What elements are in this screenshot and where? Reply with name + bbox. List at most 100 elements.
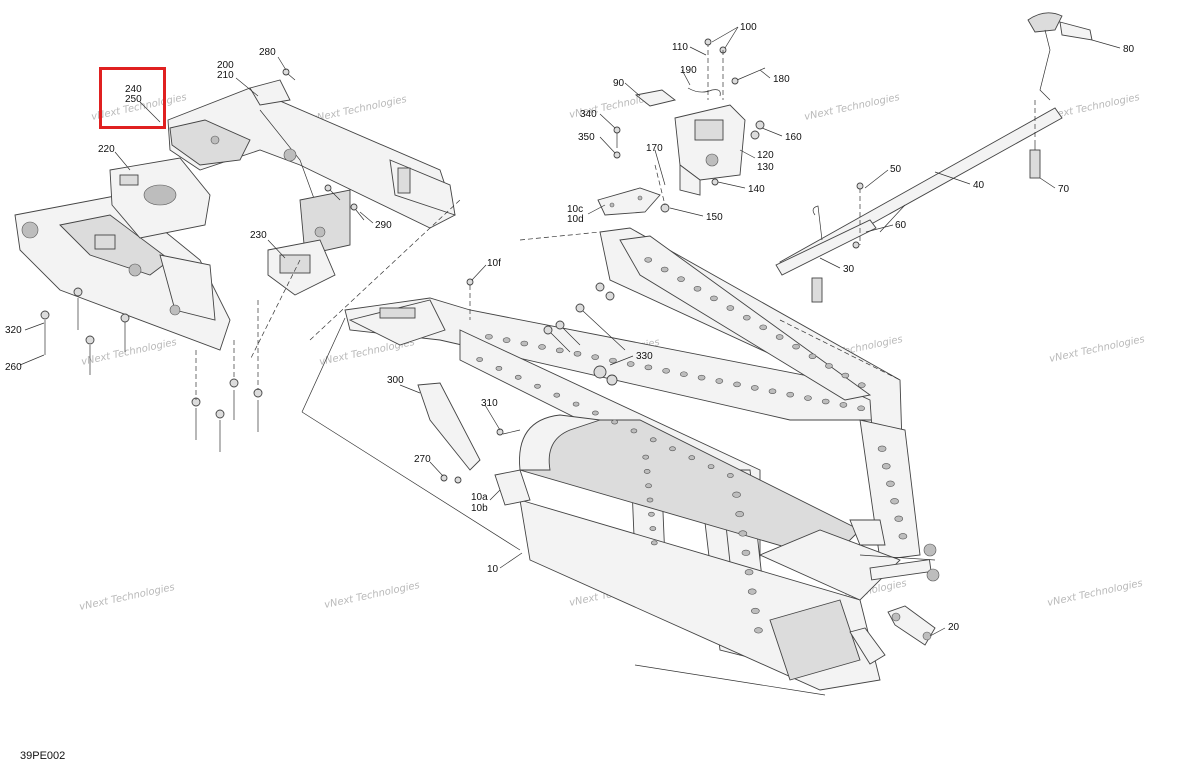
rod-30[interactable] bbox=[775, 205, 877, 276]
bolts-50-60 bbox=[852, 100, 1036, 249]
callout-230[interactable]: 230 bbox=[250, 230, 267, 241]
callout-190[interactable]: 190 bbox=[680, 65, 697, 76]
diagram-code: 39PE002 bbox=[20, 750, 66, 762]
callout-160[interactable]: 160 bbox=[785, 132, 802, 143]
frame-hole bbox=[775, 334, 784, 340]
callout-150[interactable]: 150 bbox=[706, 212, 723, 223]
frame-hole bbox=[609, 357, 617, 364]
left-frame-plate[interactable] bbox=[14, 194, 231, 351]
frame-hole bbox=[877, 445, 887, 452]
frame-hole bbox=[738, 530, 748, 537]
frame-hole bbox=[646, 497, 654, 503]
frame-hole bbox=[611, 419, 618, 425]
frame-hole bbox=[642, 454, 650, 460]
frame-hole bbox=[768, 388, 777, 394]
lever-80[interactable] bbox=[1027, 12, 1093, 101]
callout-80[interactable]: 80 bbox=[1123, 44, 1135, 55]
callout-10f[interactable]: 10f bbox=[487, 258, 501, 269]
plate-220[interactable] bbox=[109, 157, 211, 239]
main-frame-10[interactable] bbox=[344, 227, 940, 691]
callout-40[interactable]: 40 bbox=[973, 180, 985, 191]
upper-bracket-200-210[interactable] bbox=[167, 79, 456, 256]
callout-70[interactable]: 70 bbox=[1058, 184, 1070, 195]
frame-hole bbox=[520, 340, 529, 347]
leader-lines bbox=[19, 26, 1121, 637]
callout-60[interactable]: 60 bbox=[895, 220, 907, 231]
watermark: vNext Technologies bbox=[78, 582, 175, 613]
gusset-plates[interactable] bbox=[348, 299, 446, 346]
watermark: vNext Technologies bbox=[1048, 334, 1145, 365]
watermark: vNext Technologies bbox=[1046, 578, 1143, 609]
callout-330[interactable]: 330 bbox=[636, 351, 653, 362]
callout-10c[interactable]: 10c bbox=[567, 204, 583, 215]
frame-hole bbox=[645, 483, 652, 489]
selection-highlight-box bbox=[99, 67, 166, 129]
callout-10b[interactable]: 10b bbox=[471, 503, 488, 514]
frame-hole bbox=[890, 498, 899, 505]
shim-90[interactable] bbox=[634, 89, 677, 107]
callout-130[interactable]: 130 bbox=[757, 162, 774, 173]
frame-hole bbox=[710, 295, 718, 302]
callout-180[interactable]: 180 bbox=[773, 74, 790, 85]
callout-10a[interactable]: 10a bbox=[471, 492, 488, 503]
frame-hole bbox=[898, 533, 908, 540]
bracket-10a-10b[interactable] bbox=[494, 469, 531, 506]
callout-340[interactable]: 340 bbox=[580, 109, 597, 120]
callout-350[interactable]: 350 bbox=[578, 132, 595, 143]
callout-250[interactable]: 250 bbox=[125, 94, 142, 105]
frame-hole bbox=[727, 473, 734, 478]
callout-100[interactable]: 100 bbox=[740, 22, 757, 33]
callout-270[interactable]: 270 bbox=[414, 454, 431, 465]
frame-hole bbox=[751, 607, 760, 615]
frame-hole bbox=[881, 463, 891, 470]
frame-hole bbox=[750, 385, 759, 391]
callout-320[interactable]: 320 bbox=[5, 325, 22, 336]
callout-120[interactable]: 120 bbox=[757, 150, 774, 161]
callout-30[interactable]: 30 bbox=[843, 264, 855, 275]
callout-290[interactable]: 290 bbox=[375, 220, 392, 231]
callout-90[interactable]: 90 bbox=[613, 78, 625, 89]
frame-hole bbox=[733, 381, 741, 388]
callout-310[interactable]: 310 bbox=[481, 398, 498, 409]
bracket-120-130[interactable] bbox=[674, 104, 746, 196]
callout-20[interactable]: 20 bbox=[948, 622, 960, 633]
callout-260[interactable]: 260 bbox=[5, 362, 22, 373]
callout-240[interactable]: 240 bbox=[125, 84, 142, 95]
side-plate-300[interactable] bbox=[417, 382, 481, 471]
callout-110[interactable]: 110 bbox=[672, 42, 688, 53]
callout-210[interactable]: 210 bbox=[217, 70, 234, 81]
frame-hole bbox=[592, 410, 599, 416]
frame-hole bbox=[677, 276, 685, 282]
dashed-guides-left bbox=[195, 199, 461, 400]
link-20[interactable] bbox=[849, 605, 936, 665]
frame-hole bbox=[573, 350, 582, 357]
frame-hole bbox=[649, 437, 657, 443]
spring-70[interactable] bbox=[1029, 140, 1041, 179]
callout-10d[interactable]: 10d bbox=[567, 214, 584, 225]
frame-hole bbox=[821, 398, 830, 405]
watermark: vNext Technologies bbox=[80, 337, 177, 368]
spring-30[interactable] bbox=[811, 277, 823, 303]
frame-hole bbox=[555, 347, 564, 354]
callout-140[interactable]: 140 bbox=[748, 184, 765, 195]
frame-hole bbox=[786, 391, 795, 398]
frame-hole bbox=[514, 374, 522, 380]
callout-200[interactable]: 200 bbox=[217, 60, 234, 71]
frame-holes bbox=[476, 257, 908, 634]
callout-170[interactable]: 170 bbox=[646, 143, 663, 154]
frame-hole bbox=[644, 364, 653, 371]
clip-190[interactable] bbox=[687, 87, 721, 97]
frame-hole bbox=[643, 469, 651, 474]
plate-10c-10d[interactable] bbox=[597, 187, 661, 216]
callout-300[interactable]: 300 bbox=[387, 375, 404, 386]
callout-280[interactable]: 280 bbox=[259, 47, 276, 58]
frame-hole bbox=[688, 455, 696, 461]
callout-50[interactable]: 50 bbox=[890, 164, 902, 175]
guide-lines bbox=[301, 231, 901, 696]
callout-10[interactable]: 10 bbox=[487, 564, 499, 575]
plate-230[interactable] bbox=[267, 239, 336, 296]
frame-hole bbox=[648, 511, 655, 517]
frame-hole bbox=[808, 353, 817, 359]
frame-hole bbox=[741, 549, 751, 556]
callout-220[interactable]: 220 bbox=[98, 144, 115, 155]
